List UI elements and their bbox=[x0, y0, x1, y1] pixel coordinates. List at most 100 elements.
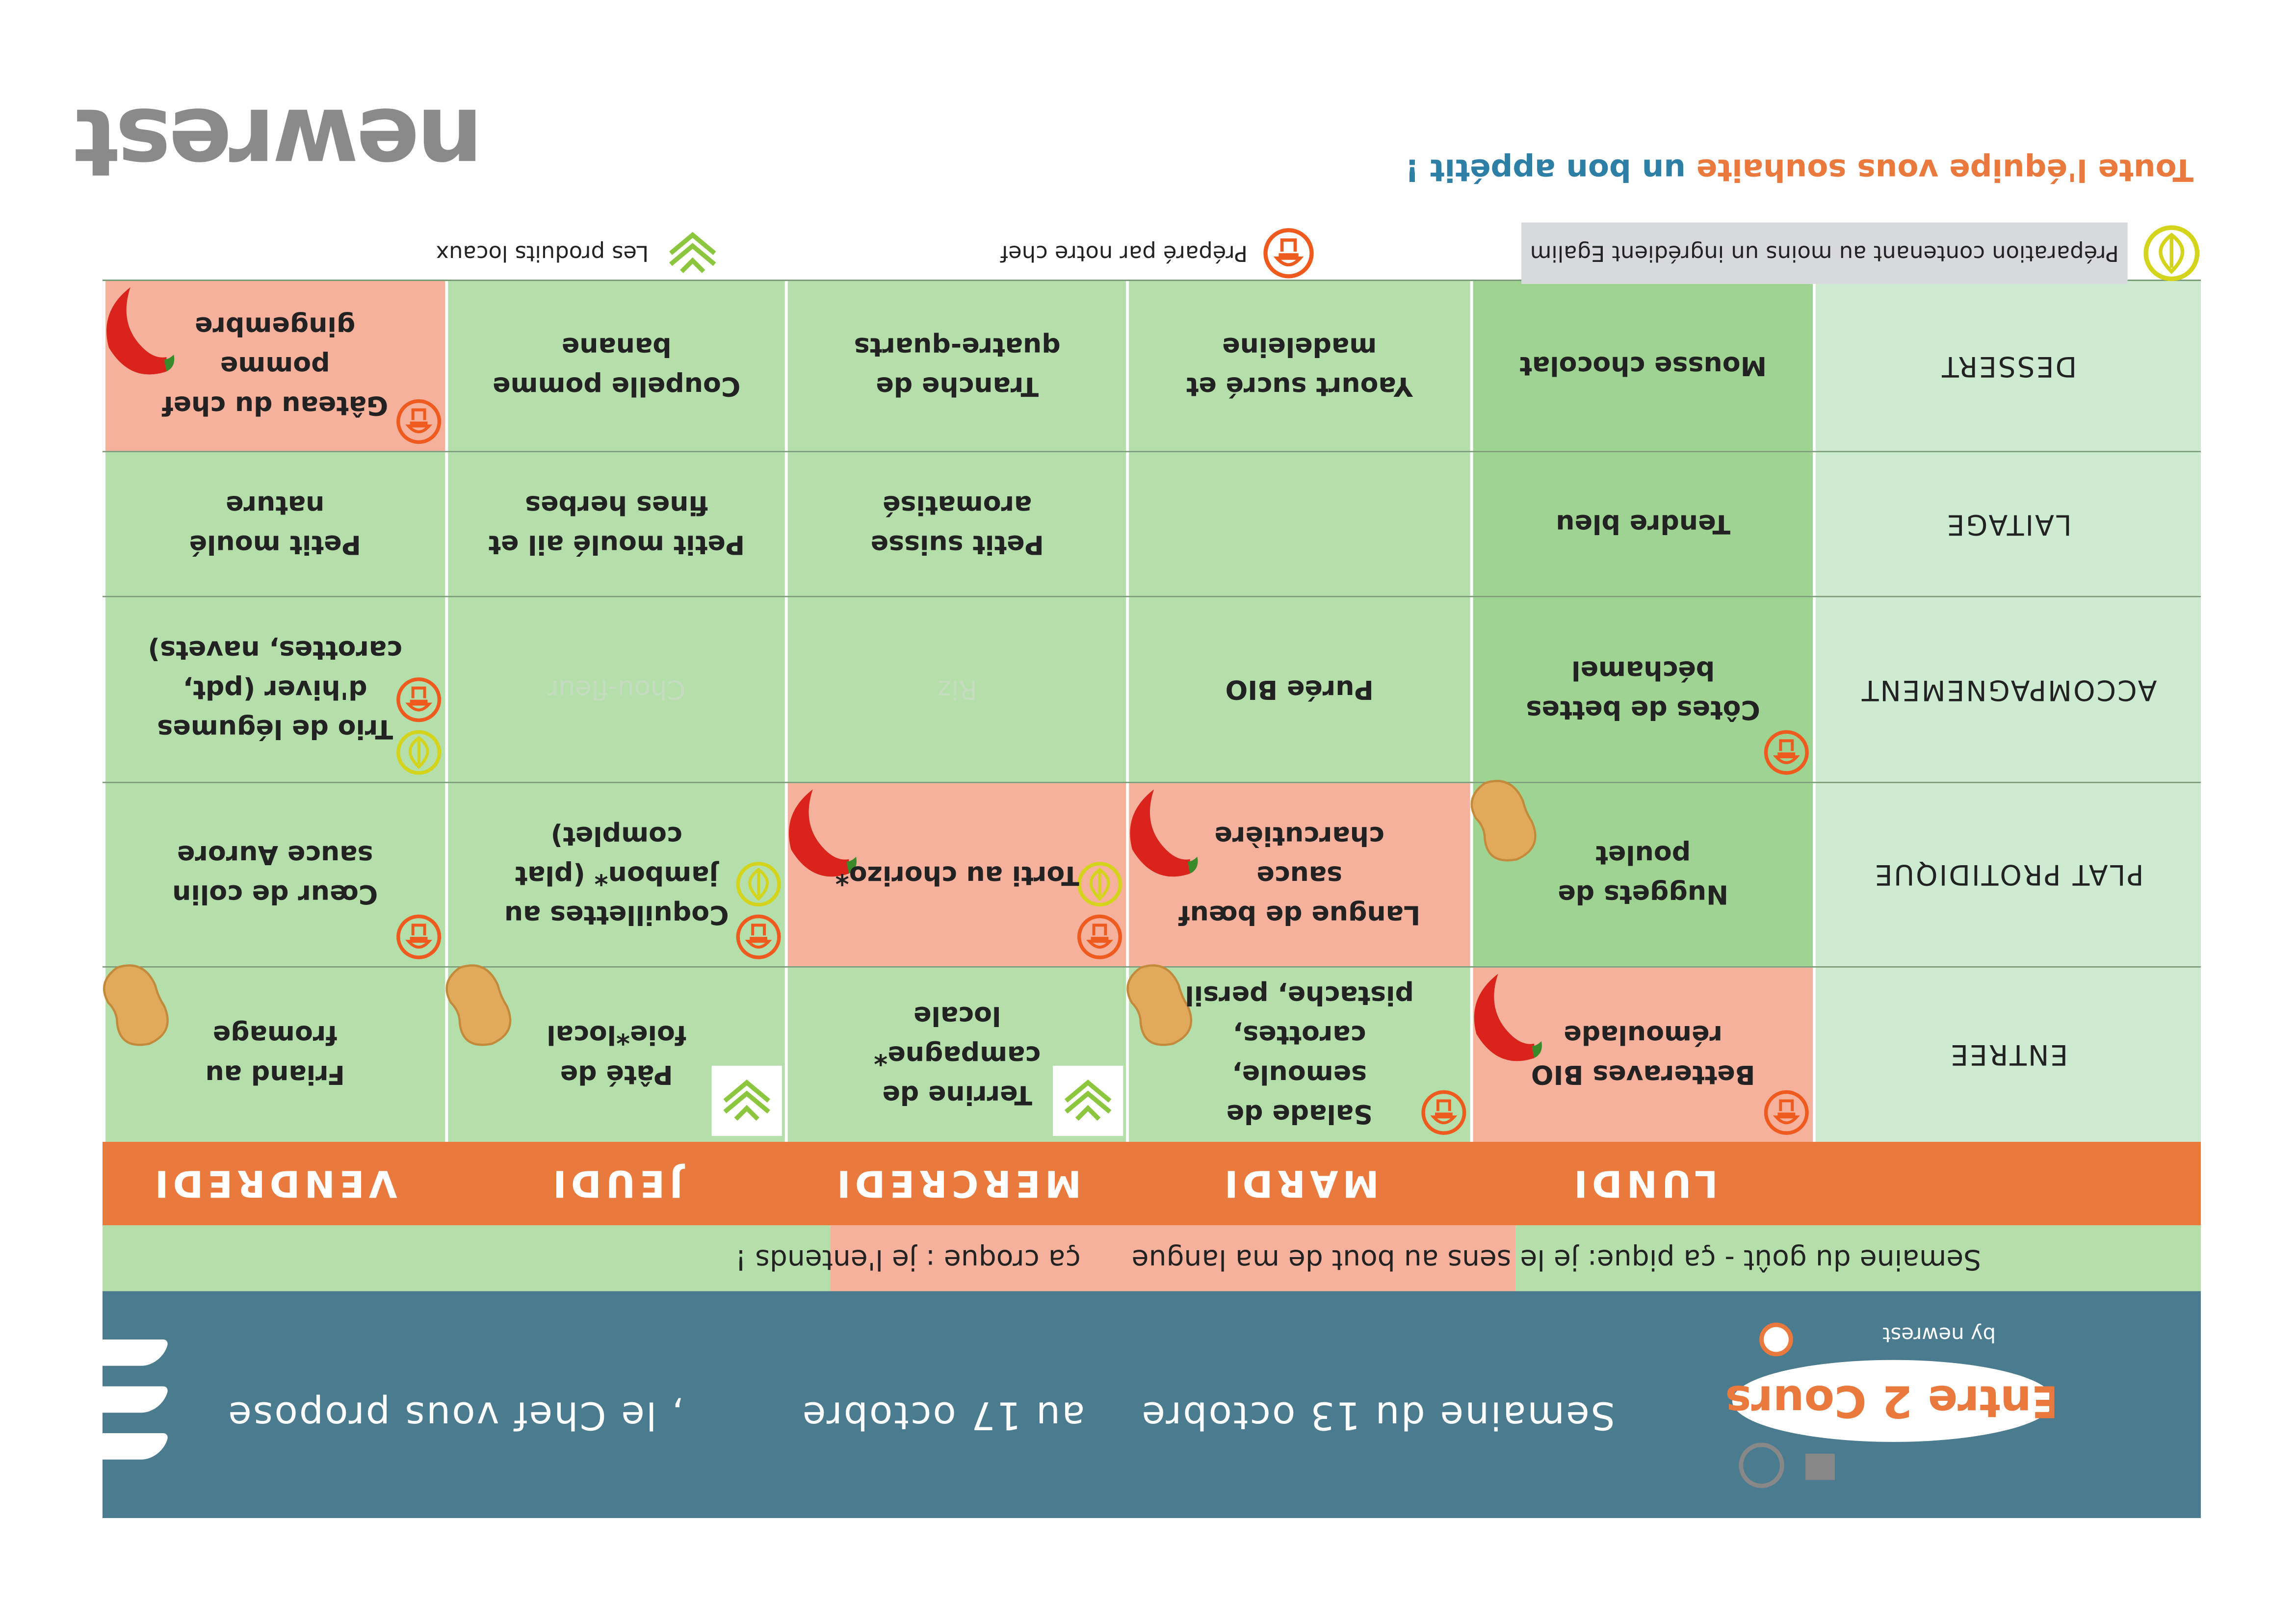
legend-chef: Préparé par notre chef bbox=[1000, 220, 1315, 287]
chili-pepper-icon bbox=[106, 287, 175, 375]
menu-cell: Pâté de foie*local bbox=[444, 964, 785, 1142]
dish-badges bbox=[395, 398, 442, 445]
dish-badges bbox=[1764, 1089, 1811, 1136]
chef-hat-icon bbox=[1765, 730, 1810, 775]
bon-appetit-message: Toute l'équipe vous souhaite un bon appé… bbox=[1405, 152, 2193, 187]
menu-cell: Riz bbox=[785, 597, 1126, 782]
chef-proposal: , le Chef vous propose bbox=[227, 1392, 684, 1436]
day-header-lundi: LUNDI bbox=[1569, 1162, 1718, 1205]
dish-badges bbox=[395, 676, 442, 776]
menu-cell: Betteraves BIO rémoulade bbox=[1469, 967, 1814, 1142]
menu-cell: Torti au chorizo* bbox=[785, 783, 1126, 966]
chef-hat-icon bbox=[1421, 1090, 1466, 1135]
menu-cell: Petit suisse aromatisé bbox=[785, 452, 1126, 596]
menu-cell: Purée BIO bbox=[1126, 597, 1470, 782]
dish-name: Pâté de foie*local bbox=[547, 1019, 687, 1090]
chili-pepper-icon bbox=[1474, 974, 1542, 1061]
menu-cell: Yaourt sucré et madeleine bbox=[1126, 281, 1470, 451]
menu-row-accompagnement: ACCOMPAGNEMENT Côtes de bettes béchamel Pu… bbox=[102, 595, 2201, 782]
dish-badges bbox=[1764, 729, 1811, 776]
dish-name: Purée BIO bbox=[1225, 674, 1374, 705]
dish-name: Friand au fromage bbox=[205, 1019, 345, 1090]
legend-egalim-label: Préparation contenant au moins un ingréd… bbox=[1521, 222, 2128, 284]
wish-part-1: Toute l'équipe vous souhaite bbox=[1696, 152, 2194, 187]
menu-cell: Mousse chocolat bbox=[1469, 281, 1814, 451]
week-from: Semaine du 13 octobre bbox=[1140, 1392, 1616, 1436]
wave-decoration bbox=[30, 1339, 169, 1366]
day-header-mardi: MARDI bbox=[1220, 1162, 1379, 1205]
menu-cell: Langue de bœuf sauce charcutière bbox=[1126, 783, 1470, 966]
row-label: LAITAGE bbox=[1813, 452, 2201, 596]
menu-cell: Terrine de campagne* locale bbox=[785, 967, 1126, 1142]
menu-cell: Coquillettes au jambon* (plat complet) bbox=[444, 783, 785, 966]
dish-name: Tranche de quatre-quarts bbox=[854, 331, 1061, 401]
dish-badges bbox=[1053, 1065, 1123, 1136]
dish-badges bbox=[395, 913, 442, 960]
chef-hat-icon bbox=[396, 914, 441, 959]
menu-cell: Petit moulé ail et fines herbes bbox=[444, 452, 785, 596]
menu-cell: Tranche de quatre-quarts bbox=[785, 281, 1126, 451]
chef-hat-icon bbox=[736, 914, 782, 959]
dish-name: Trio de légumes d'hiver (pdt, carottes, … bbox=[148, 634, 402, 745]
day-header-jeudi: JEUDI bbox=[548, 1162, 683, 1205]
dish-name: Cœur de colin sauce Aurore bbox=[172, 839, 378, 910]
menu-cell: Chou-fleur bbox=[444, 597, 785, 782]
dish-name: Tendre bleu bbox=[1556, 509, 1731, 540]
local-products-icon bbox=[712, 1065, 783, 1136]
dish-name: Nuggets de poulet bbox=[1558, 839, 1729, 910]
logo-by: by newrest bbox=[1882, 1323, 1996, 1347]
dish-badges bbox=[1420, 1089, 1467, 1136]
chef-hat-icon bbox=[396, 677, 441, 722]
menu-cell: Tendre bleu bbox=[1469, 452, 1814, 596]
day-header-mercredi: MERCREDI bbox=[832, 1162, 1082, 1205]
theme-text-2: ça croque : je l'entends ! bbox=[735, 1242, 1081, 1275]
dish-name: Petit moulé ail et fines herbes bbox=[488, 489, 745, 560]
menu-cell: Côtes de bettes béchamel bbox=[1469, 597, 1814, 782]
menu-cell: Friand au fromage bbox=[102, 964, 445, 1142]
legend-chef-label: Préparé par notre chef bbox=[1000, 240, 1248, 267]
dish-name: Petit moulé nature bbox=[189, 489, 361, 560]
peanut-icon bbox=[1126, 964, 1193, 1046]
menu-cell: Nuggets de poulet bbox=[1469, 780, 1814, 966]
dish-name: Côtes de bettes béchamel bbox=[1526, 654, 1760, 725]
legend-local: Les produits locaux bbox=[436, 220, 722, 287]
peanut-icon bbox=[103, 964, 169, 1046]
entre-2-cours-logo: Entre 2 Cours by newrest bbox=[1725, 1322, 2055, 1488]
theme-band-green bbox=[102, 1225, 831, 1291]
row-label: PLAT PROTIDIQUE bbox=[1813, 783, 2201, 966]
menu-cell: Gâteau du chef pomme gingembre bbox=[102, 281, 445, 451]
menu-cell bbox=[1126, 452, 1470, 596]
dish-name: Betteraves BIO rémoulade bbox=[1531, 1019, 1755, 1090]
local-products-icon bbox=[1053, 1065, 1123, 1136]
dish-name: Petit suisse aromatisé bbox=[870, 489, 1044, 560]
legend: Préparation contenant au moins un ingréd… bbox=[103, 220, 2201, 287]
peanut-icon bbox=[445, 964, 511, 1046]
dish-name: Coquillettes au jambon* (plat complet) bbox=[504, 820, 729, 930]
newrest-logo: newrest bbox=[76, 86, 483, 195]
peanut-icon bbox=[1470, 780, 1536, 862]
menu-cell: Cœur de colin sauce Aurore bbox=[102, 783, 445, 966]
menu-cell: Salade de semoule, carottes, pistache, p… bbox=[1126, 964, 1470, 1142]
theme-text-1: Semaine du goût - ça pique: je le sens a… bbox=[1131, 1242, 1982, 1275]
egalim-leaf-icon bbox=[396, 730, 441, 775]
chili-pepper-icon bbox=[1130, 789, 1198, 877]
menu-cell: Coupelle pomme banane bbox=[444, 281, 785, 451]
menu-cell: Petit moulé nature bbox=[102, 452, 445, 596]
menu-row-laitage: LAITAGE Tendre bleu Petit suisse aromatisé… bbox=[102, 451, 2201, 596]
chili-pepper-icon bbox=[789, 789, 858, 877]
egalim-leaf-icon bbox=[736, 862, 782, 907]
dish-badges bbox=[735, 861, 783, 960]
dish-badges bbox=[712, 1065, 783, 1136]
row-label: ACCOMPAGNEMENT bbox=[1813, 597, 2201, 782]
dish-name: Yaourt sucré et madeleine bbox=[1186, 331, 1413, 401]
dish-name: Coupelle pomme banane bbox=[493, 331, 741, 401]
dish-name: Gâteau du chef pomme gingembre bbox=[162, 311, 389, 421]
logo-title: Entre 2 Cours bbox=[1725, 1375, 2054, 1426]
dish-name: Mousse chocolat bbox=[1519, 350, 1767, 382]
local-products-icon bbox=[669, 232, 716, 273]
